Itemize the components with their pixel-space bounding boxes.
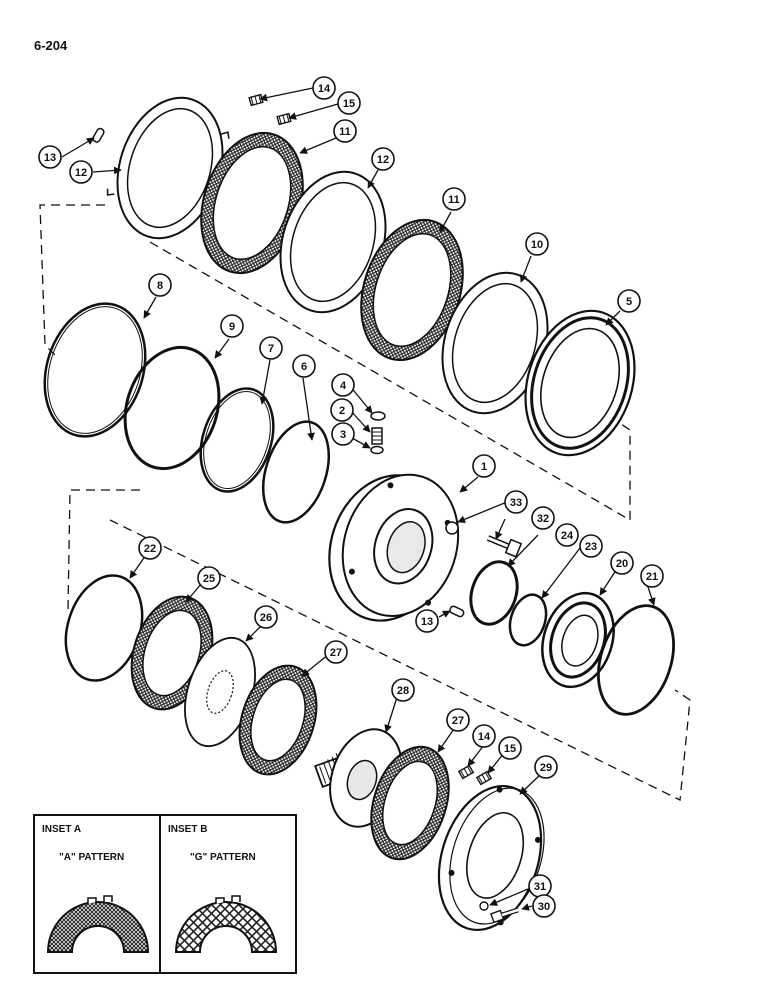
seal-20	[541, 591, 615, 689]
callout-27-lower: 27	[452, 715, 464, 727]
inset-b-title: INSET B	[168, 824, 207, 835]
callout-bubbles	[38, 76, 664, 918]
bolt-32	[486, 535, 523, 558]
callout-10: 10	[531, 239, 543, 251]
spring-14-upper	[248, 93, 264, 107]
callout-11-upper: 11	[339, 126, 351, 138]
callout-27-upper: 27	[330, 647, 342, 659]
callout-29: 29	[540, 762, 552, 774]
seal-ring-9	[123, 345, 221, 471]
ring-21	[597, 604, 675, 716]
steel-plate-12-left	[106, 96, 230, 240]
bolt-30	[490, 907, 519, 924]
callout-13-upper: 13	[44, 152, 56, 164]
inset-a-pattern-label: "A" PATTERN	[59, 852, 124, 863]
clutch-housing-1	[328, 473, 460, 622]
callout-15-upper: 15	[343, 98, 355, 110]
callout-21: 21	[646, 571, 658, 583]
callout-11-lower: 11	[448, 194, 460, 206]
separator-plate-26	[184, 636, 256, 748]
pin-13-upper	[92, 127, 105, 143]
nut-33	[445, 521, 459, 535]
callout-14-upper: 14	[318, 83, 331, 95]
callout-23: 23	[585, 541, 597, 553]
ring-24	[469, 560, 519, 626]
callout-6: 6	[301, 361, 307, 373]
callout-2: 2	[339, 405, 345, 417]
spring-15-lower	[475, 770, 493, 786]
inset-b-friction-segment	[174, 895, 278, 953]
seal-ring-6	[262, 420, 330, 524]
callout-28: 28	[397, 685, 409, 697]
friction-disc-27-upper	[238, 664, 318, 776]
callout-12-left: 12	[75, 167, 87, 179]
callout-15-lower: 15	[504, 743, 516, 755]
friction-disc-11-lower	[360, 218, 464, 362]
ring-23	[508, 593, 548, 647]
steel-plate-12-middle	[279, 170, 387, 314]
callout-12-middle: 12	[377, 154, 389, 166]
callout-22: 22	[144, 543, 156, 555]
callout-1: 1	[481, 461, 487, 473]
washer-31	[479, 901, 489, 911]
piston-5	[524, 309, 636, 457]
callout-3: 3	[340, 429, 346, 441]
spring-15-upper	[276, 112, 292, 126]
callout-9: 9	[229, 321, 235, 333]
callout-33: 33	[510, 497, 522, 509]
callout-30: 30	[538, 901, 550, 913]
callout-5: 5	[626, 296, 632, 308]
o-ring-3	[370, 445, 384, 455]
callout-4: 4	[340, 380, 347, 392]
callout-8: 8	[157, 280, 163, 292]
callout-7: 7	[268, 343, 274, 355]
friction-disc-11-upper	[200, 131, 304, 275]
pin-13-lower	[449, 605, 465, 618]
callout-25: 25	[203, 573, 215, 585]
plate-10	[441, 271, 549, 415]
callout-26: 26	[260, 612, 272, 624]
callout-20: 20	[616, 558, 628, 570]
callout-24: 24	[561, 530, 574, 542]
inset-b-pattern-label: "G" PATTERN	[190, 852, 256, 863]
inset-a-friction-segment	[46, 895, 150, 953]
page-number: 6-204	[34, 38, 68, 53]
seal-ring-8	[43, 302, 147, 438]
callout-14-lower: 14	[478, 731, 491, 743]
callout-13-lower: 13	[421, 616, 433, 628]
inset-a-title: INSET A	[42, 824, 81, 835]
seal-ring-7	[199, 387, 275, 493]
callout-31: 31	[534, 881, 546, 893]
o-ring-4	[370, 411, 386, 421]
spring-14-lower	[457, 764, 475, 780]
callout-32: 32	[537, 513, 549, 525]
friction-disc-27-lower	[370, 745, 450, 861]
callout-leaders	[61, 87, 656, 911]
